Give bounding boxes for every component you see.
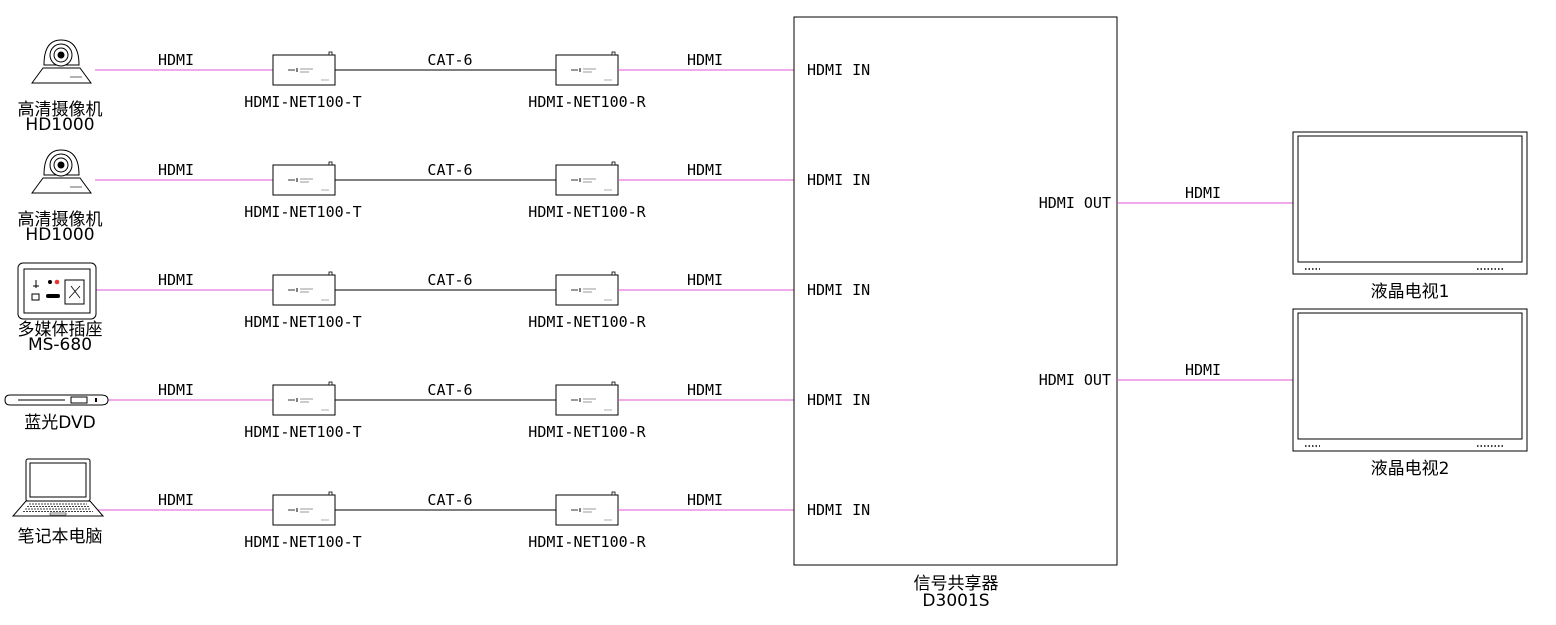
hdmi-in-port-label: HDMI IN bbox=[807, 171, 870, 189]
source-name: 蓝光DVD bbox=[24, 413, 96, 433]
transmitter-label: HDMI-NET100-T bbox=[244, 313, 361, 331]
laptop-icon bbox=[11, 458, 105, 517]
transmitter-label: HDMI-NET100-T bbox=[244, 203, 361, 221]
hdmi-in-port-label: HDMI IN bbox=[807, 391, 870, 409]
cat6-label: CAT-6 bbox=[427, 271, 472, 289]
hdmi-in-port-label: HDMI IN bbox=[807, 61, 870, 79]
source-name: 高清摄像机 bbox=[18, 100, 103, 120]
output-row: HDMI OUT HDMI 液晶电视1 bbox=[1039, 131, 1528, 302]
source-name: 多媒体插座 bbox=[18, 320, 103, 340]
transmitter-box bbox=[272, 161, 336, 196]
lcd-tv-icon bbox=[1292, 308, 1528, 452]
ptz-camera-icon bbox=[31, 149, 92, 194]
cat6-label: CAT-6 bbox=[427, 161, 472, 179]
receiver-label: HDMI-NET100-R bbox=[528, 423, 646, 441]
transmitter-box bbox=[272, 271, 336, 306]
transmitter-box bbox=[272, 51, 336, 86]
hdmi-label: HDMI bbox=[687, 51, 723, 69]
hdmi-label: HDMI bbox=[687, 161, 723, 179]
output-row: HDMI OUT HDMI 液晶电视2 bbox=[1039, 308, 1528, 479]
transmitter-box bbox=[272, 381, 336, 416]
display-name: 液晶电视1 bbox=[1371, 282, 1450, 302]
receiver-label: HDMI-NET100-R bbox=[528, 203, 646, 221]
display-name: 液晶电视2 bbox=[1371, 459, 1450, 479]
bluray-dvd-icon bbox=[4, 394, 109, 406]
cat6-label: CAT-6 bbox=[427, 51, 472, 69]
source-model: HD1000 bbox=[25, 115, 94, 135]
transmitter-label: HDMI-NET100-T bbox=[244, 533, 361, 551]
transmitter-box bbox=[272, 491, 336, 526]
hdmi-label: HDMI bbox=[1185, 184, 1221, 202]
lcd-tv-icon bbox=[1292, 131, 1528, 275]
receiver-box bbox=[555, 381, 619, 416]
hdmi-label: HDMI bbox=[687, 271, 723, 289]
receiver-box bbox=[555, 491, 619, 526]
receiver-box bbox=[555, 271, 619, 306]
multimedia-socket-icon bbox=[17, 262, 97, 320]
hdmi-out-port-label: HDMI OUT bbox=[1039, 194, 1111, 212]
receiver-label: HDMI-NET100-R bbox=[528, 313, 646, 331]
hdmi-label: HDMI bbox=[158, 271, 194, 289]
signal-splitter-box bbox=[793, 16, 1118, 566]
source-name: 笔记本电脑 bbox=[18, 527, 103, 547]
hdmi-label: HDMI bbox=[158, 161, 194, 179]
receiver-label: HDMI-NET100-R bbox=[528, 533, 646, 551]
source-name: 高清摄像机 bbox=[18, 210, 103, 230]
cat6-label: CAT-6 bbox=[427, 491, 472, 509]
hdmi-label: HDMI bbox=[687, 491, 723, 509]
receiver-label: HDMI-NET100-R bbox=[528, 93, 646, 111]
hdmi-in-port-label: HDMI IN bbox=[807, 281, 870, 299]
hdmi-out-port-label: HDMI OUT bbox=[1039, 371, 1111, 389]
splitter-model: D3001S bbox=[922, 591, 989, 611]
hdmi-label: HDMI bbox=[158, 51, 194, 69]
splitter-name: 信号共享器 bbox=[914, 574, 999, 594]
transmitter-label: HDMI-NET100-T bbox=[244, 93, 361, 111]
ptz-camera-icon bbox=[31, 39, 92, 84]
hdmi-label: HDMI bbox=[158, 491, 194, 509]
source-model: MS-680 bbox=[28, 335, 92, 355]
hdmi-label: HDMI bbox=[687, 381, 723, 399]
transmitter-label: HDMI-NET100-T bbox=[244, 423, 361, 441]
hdmi-in-port-label: HDMI IN bbox=[807, 501, 870, 519]
hdmi-label: HDMI bbox=[1185, 361, 1221, 379]
cat6-label: CAT-6 bbox=[427, 381, 472, 399]
receiver-box bbox=[555, 161, 619, 196]
source-model: HD1000 bbox=[25, 225, 94, 245]
hdmi-label: HDMI bbox=[158, 381, 194, 399]
receiver-box bbox=[555, 51, 619, 86]
